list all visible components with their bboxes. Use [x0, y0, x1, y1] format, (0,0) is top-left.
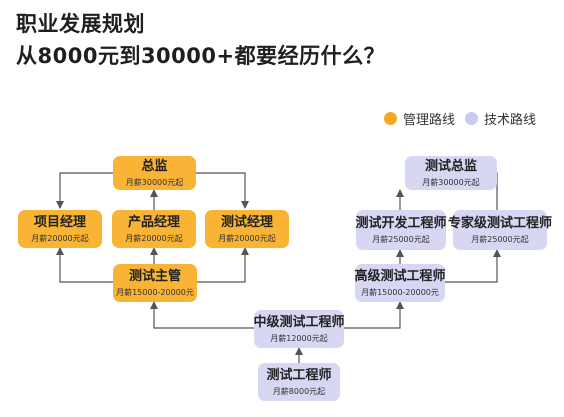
legend-label-management: 管理路线 — [403, 113, 456, 128]
arrow-supervisor-to-testmgr — [196, 247, 249, 283]
arrow-director-to-testmgr — [196, 172, 249, 209]
node-salary: 月薪30000元起 — [125, 177, 184, 187]
node-salary: 月薪20000元起 — [218, 233, 276, 243]
node-title: 总监 — [141, 158, 168, 174]
node-test-manager: 测试经理 月薪20000元起 — [205, 210, 289, 248]
node-salary: 月薪20000元起 — [31, 233, 89, 243]
page-title: 职业发展规划 — [16, 12, 145, 36]
page-subtitle: 从8000元到30000+都要经历什么？ — [16, 44, 386, 68]
node-title: 高级测试工程师 — [354, 268, 446, 284]
node-title: 测试工程师 — [266, 367, 332, 383]
node-title: 测试开发工程师 — [355, 215, 447, 231]
node-test-dev-engineer: 测试开发工程师 月薪25000元起 — [355, 210, 447, 250]
node-salary: 月薪15000-20000元 — [116, 287, 194, 297]
node-salary: 月薪25000元起 — [372, 234, 430, 244]
node-title: 测试主管 — [128, 268, 181, 284]
arrow-mid-to-senior — [344, 301, 404, 329]
arrow-mid-to-supervisor — [150, 301, 254, 329]
node-title: 项目经理 — [33, 214, 86, 230]
node-test-supervisor: 测试主管 月薪15000-20000元 — [113, 264, 197, 302]
node-salary: 月薪8000元起 — [272, 386, 326, 396]
node-project-manager: 项目经理 月薪20000元起 — [18, 210, 102, 248]
node-salary: 月薪12000元起 — [270, 333, 328, 343]
node-title: 产品经理 — [127, 214, 180, 230]
legend-dot-technical — [465, 112, 478, 125]
node-title: 中级测试工程师 — [253, 314, 345, 330]
node-test-engineer: 测试工程师 月薪8000元起 — [258, 363, 340, 401]
node-title: 专家级测试工程师 — [448, 215, 553, 231]
node-director: 总监 月薪30000元起 — [113, 156, 196, 190]
node-product-manager: 产品经理 月薪20000元起 — [112, 210, 196, 248]
legend-technical: 技术路线 — [465, 109, 536, 128]
legend-management: 管理路线 — [384, 109, 455, 128]
node-salary: 月薪15000-20000元 — [361, 287, 439, 297]
arrow-senior-to-expert — [445, 249, 501, 283]
node-mid-test-engineer: 中级测试工程师 月薪12000元起 — [253, 310, 345, 348]
node-expert-test-engineer: 专家级测试工程师 月薪25000元起 — [448, 210, 552, 250]
node-salary: 月薪20000元起 — [125, 233, 183, 243]
node-title: 测试经理 — [220, 214, 273, 230]
legend-label-technical: 技术路线 — [484, 113, 537, 128]
node-salary: 月薪25000元起 — [471, 234, 529, 244]
legend-dot-management — [384, 112, 397, 125]
arrow-director-to-project — [56, 172, 113, 209]
node-test-director-tech: 测试总监 月薪30000元起 — [405, 156, 497, 190]
node-title: 测试总监 — [424, 158, 477, 174]
arrow-supervisor-to-project — [56, 247, 113, 283]
node-senior-test-engineer: 高级测试工程师 月薪15000-20000元 — [354, 264, 446, 302]
node-salary: 月薪30000元起 — [422, 177, 480, 187]
